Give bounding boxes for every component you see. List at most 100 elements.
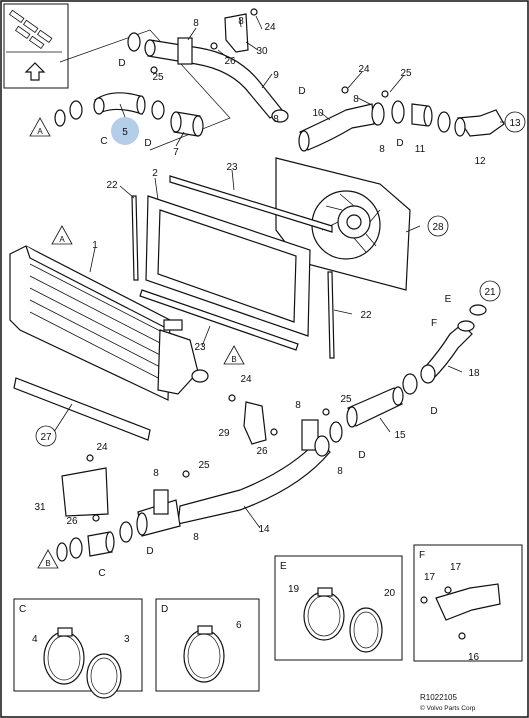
- callout-23b: 23: [194, 342, 206, 353]
- detail-clamp-19: [303, 591, 345, 641]
- clamp-d-12: [437, 111, 451, 133]
- letter-d7: D: [146, 546, 153, 557]
- letter-c2: C: [98, 568, 105, 579]
- part-pipe-lower: [136, 489, 181, 537]
- callout-26b: 26: [256, 446, 268, 457]
- callout-6: 6: [236, 620, 242, 631]
- callout-23a: 23: [226, 162, 238, 173]
- letter-d3: D: [298, 86, 305, 97]
- triangle-label-b1: B: [231, 355, 236, 364]
- letter-d4: D: [396, 138, 403, 149]
- seal-ring-lower: [56, 542, 68, 562]
- letter-f: F: [431, 318, 437, 329]
- clamp-d-11: [391, 100, 405, 124]
- part-seal-22-right: [327, 271, 335, 359]
- part-sleeve-lower: [87, 531, 115, 557]
- nut-26-top: [210, 42, 218, 50]
- seal-21: [469, 304, 487, 316]
- part-seal-23-top: [169, 175, 333, 233]
- letter-d5: D: [430, 406, 437, 417]
- highlight-marker: [111, 117, 139, 145]
- callout-labels: 5 7 8 8 24 30 26 25 9 10 24 25 8 8 8 11 …: [34, 16, 521, 543]
- callout-25b: 25: [400, 68, 412, 79]
- bolt-24-mid: [341, 86, 349, 94]
- part-bracket-29: [243, 401, 267, 445]
- part-hose-5: [93, 92, 146, 115]
- callout-8i: 8: [193, 532, 199, 543]
- callout-20: 20: [384, 588, 396, 599]
- callout-13: 13: [509, 118, 521, 129]
- clamp-d-15: [329, 421, 343, 443]
- part-seal-23-bottom: [139, 289, 299, 351]
- part-pipe-15: [346, 386, 404, 428]
- callout-2: 2: [152, 168, 158, 179]
- letter-d6: D: [358, 450, 365, 461]
- callout-12: 12: [474, 156, 486, 167]
- callout-19: 19: [288, 584, 300, 595]
- detail-box-e-title: E: [280, 561, 287, 572]
- letter-e: E: [445, 294, 452, 305]
- letter-d1: D: [144, 138, 151, 149]
- triangle-label-b2: B: [45, 559, 50, 568]
- detail-box-e: E 19 20: [274, 555, 403, 661]
- orientation-box: [3, 3, 69, 89]
- callout-24b: 24: [358, 64, 370, 75]
- clamp-d-10: [371, 102, 385, 126]
- part-bracket-31: [61, 467, 109, 517]
- callout-25a: 25: [152, 72, 164, 83]
- detail-clamp-6: [183, 629, 225, 683]
- detail-seal-20: [349, 607, 383, 653]
- detail-box-f: F 17 17 16: [413, 544, 523, 663]
- detail-box-d-title: D: [161, 604, 168, 615]
- callout-8a: 8: [193, 18, 199, 29]
- leader-lines: [51, 15, 512, 529]
- clamp-d-18: [402, 373, 418, 395]
- callout-15: 15: [394, 430, 406, 441]
- part-intercooler-1: [9, 245, 209, 401]
- bolt-24-left: [86, 454, 94, 462]
- clamp-c-upper: [69, 100, 83, 120]
- nut-25-right: [322, 408, 330, 416]
- callout-4: 4: [32, 634, 38, 645]
- callout-22a: 22: [106, 180, 118, 191]
- callout-8c: 8: [353, 94, 359, 105]
- detail-seal-3: [86, 653, 122, 699]
- nut-25-left: [182, 470, 190, 478]
- detail-box-c-title: C: [19, 604, 26, 615]
- callout-9: 9: [273, 70, 279, 81]
- letter-labels: A A B B C C D D D D D D D E F: [37, 58, 451, 579]
- detail-bolt-17a: [420, 596, 428, 604]
- callout-8e: 8: [273, 114, 279, 125]
- callout-18: 18: [468, 368, 480, 379]
- callout-16: 16: [468, 652, 480, 663]
- callout-17a: 17: [424, 572, 436, 583]
- letter-d2: D: [118, 58, 125, 69]
- callout-10: 10: [312, 108, 324, 119]
- callout-7: 7: [173, 147, 179, 158]
- part-pipe-11: [411, 103, 433, 127]
- drawing-code: R1022105: [420, 693, 457, 702]
- triangle-label-a1: A: [37, 127, 43, 136]
- nut-25-mid: [381, 90, 389, 98]
- callout-1: 1: [92, 240, 98, 251]
- reference-triangles: [29, 117, 245, 569]
- callout-14: 14: [258, 524, 270, 535]
- nut-25-top: [150, 66, 158, 74]
- callout-24c: 24: [240, 374, 252, 385]
- detail-bracket-f: [435, 583, 501, 621]
- part-seal-22-left: [131, 195, 139, 281]
- callout-25c: 25: [340, 394, 352, 405]
- clamp-d-9: [127, 32, 141, 52]
- letter-c1: C: [100, 136, 107, 147]
- callout-28: 28: [432, 222, 444, 233]
- clamp-d-upper: [151, 100, 165, 120]
- callout-8g: 8: [337, 466, 343, 477]
- part-adapter-12: [454, 109, 505, 137]
- callout-11: 11: [415, 144, 426, 155]
- callout-26c: 26: [66, 516, 78, 527]
- detail-box-c: C 4 3: [13, 598, 143, 699]
- detail-box-f-title: F: [419, 550, 425, 561]
